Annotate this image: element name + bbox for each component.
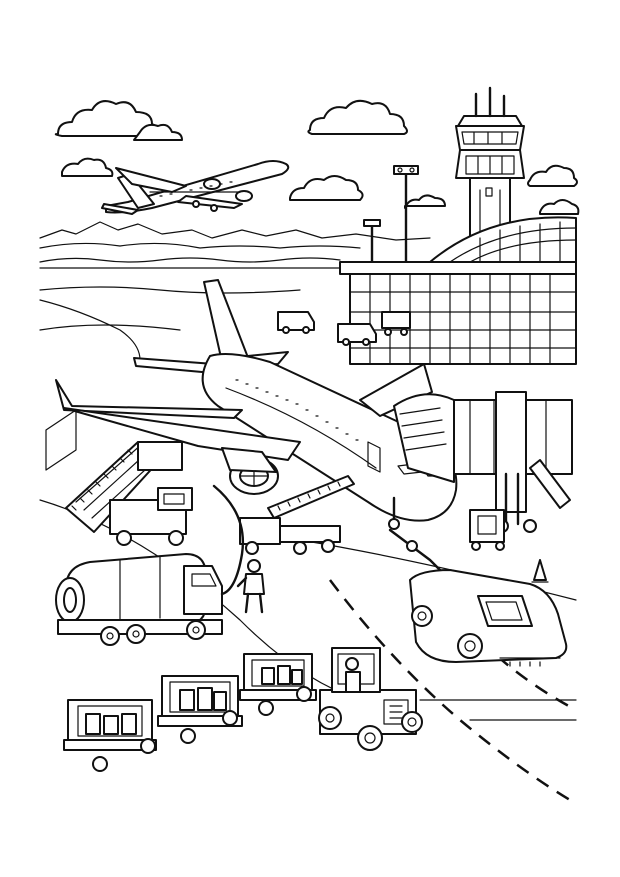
pushback-tug (409, 569, 568, 667)
distant-hills (39, 221, 431, 263)
fuel-truck (55, 553, 223, 646)
main-airliner (55, 279, 458, 530)
traffic-cone (531, 559, 549, 583)
belt-loader (239, 475, 355, 555)
flying-airplane (101, 160, 290, 215)
cloud-right-lower (539, 199, 580, 215)
airstair-truck (65, 441, 193, 546)
baggage-cart-small (469, 509, 505, 551)
distant-cart (381, 311, 411, 336)
baggage-trailer-2 (157, 675, 243, 744)
cloud-left (54, 100, 183, 141)
terminal-building (339, 216, 577, 365)
cloud-small-left (61, 157, 114, 177)
baggage-tractor (318, 647, 423, 751)
distant-van (277, 311, 315, 334)
fuel-hose (212, 484, 245, 596)
cloud-right-upper (527, 164, 578, 187)
baggage-trailer-1 (63, 699, 157, 772)
cloud-mid (289, 175, 446, 209)
baggage-trailer-3 (239, 653, 317, 716)
control-tower (455, 86, 525, 269)
distant-minivan (337, 323, 377, 346)
cloud-center (307, 99, 408, 135)
tow-bar (388, 528, 444, 574)
ground-worker (236, 559, 265, 614)
